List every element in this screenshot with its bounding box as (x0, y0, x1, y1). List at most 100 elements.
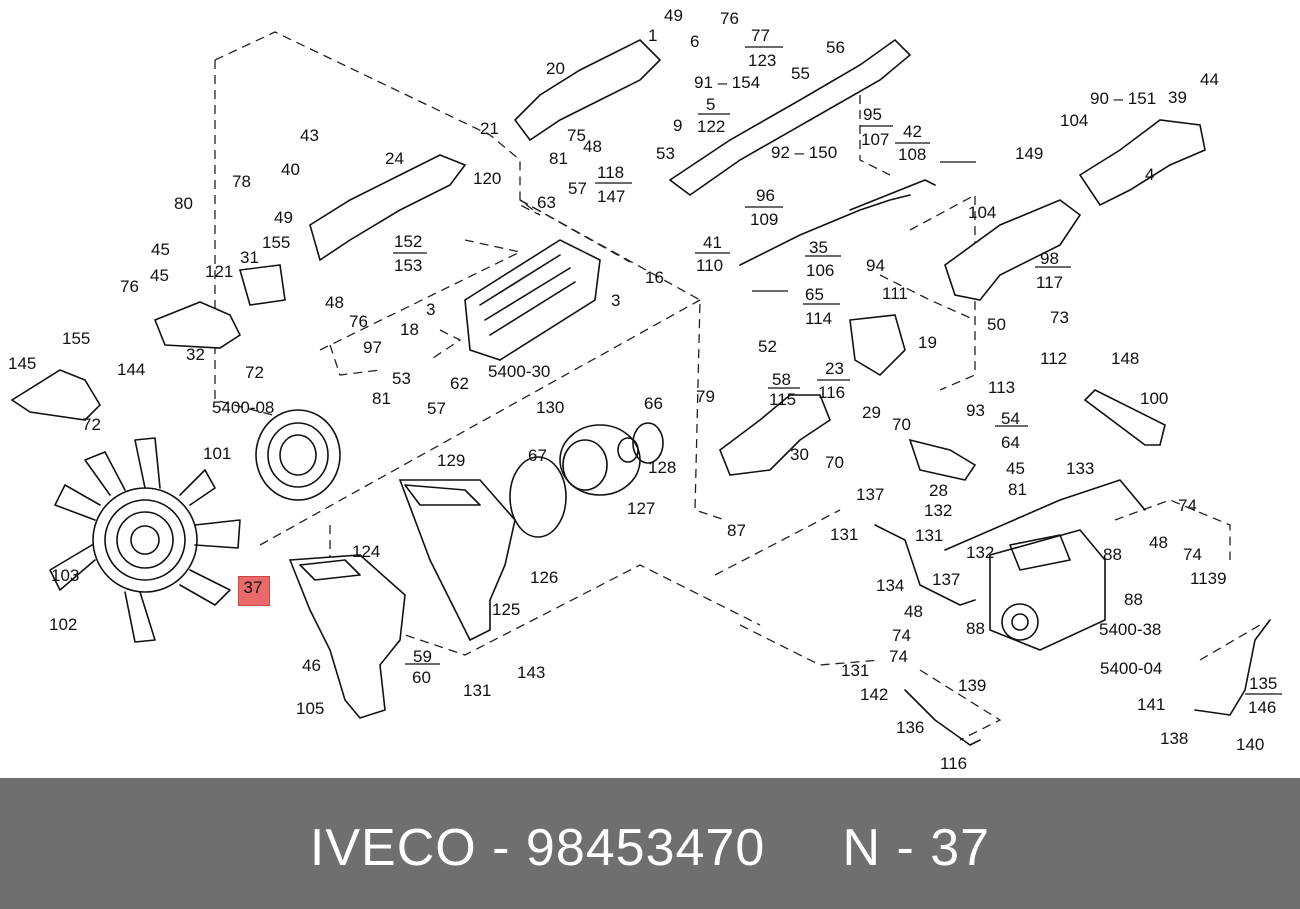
pipe-135 (1194, 619, 1271, 716)
callout: 29 (862, 403, 881, 422)
callout: 79 (696, 387, 715, 406)
callout: 97 (363, 338, 382, 357)
callout: 96 (756, 186, 775, 205)
callout: 9 (673, 116, 682, 135)
callout: 118 (597, 163, 624, 182)
callout: 147 (597, 187, 625, 206)
callout: 141 (1137, 695, 1165, 714)
callout: 92 – 150 (771, 143, 837, 162)
callout: 74 (889, 647, 908, 666)
callout: 44 (1200, 70, 1219, 89)
callout: 90 – 151 (1090, 89, 1156, 108)
callout: 60 (412, 668, 431, 687)
callout: 67 (528, 446, 547, 465)
callout: 53 (392, 369, 411, 388)
callout: 52 (758, 337, 777, 356)
callout: 78 (232, 172, 251, 191)
callout: 132 (924, 501, 952, 520)
callout: 98 (1040, 249, 1059, 268)
callout: 122 (697, 117, 725, 136)
pipe-30 (719, 394, 831, 476)
callout: 1 (648, 26, 657, 45)
callout: 95 (863, 105, 882, 124)
callout: 131 (830, 525, 858, 544)
housing-23 (849, 314, 906, 377)
callout: 94 (866, 256, 885, 275)
callout: 3 (426, 300, 435, 319)
manifold-24 (309, 154, 467, 262)
pipe-96 (739, 194, 911, 266)
callout: 70 (825, 453, 844, 472)
callout: 16 (645, 268, 664, 287)
callout: 59 (413, 647, 432, 666)
callout: 110 (696, 256, 723, 275)
callout: 139 (958, 676, 986, 695)
callout: 100 (1140, 389, 1168, 408)
callout: 87 (727, 521, 746, 540)
callout: 72 (82, 415, 101, 434)
callout: 131 (841, 661, 869, 680)
callout: 131 (915, 526, 943, 545)
pipe-133 (944, 479, 1146, 551)
callout: 134 (876, 576, 904, 595)
callout: 58 (772, 370, 791, 389)
callout: 120 (473, 169, 501, 188)
callout: 129 (437, 451, 465, 470)
pipe-134 (874, 524, 976, 606)
callout: 57 (427, 399, 446, 418)
exploded-parts-diagram (10, 31, 1282, 746)
parts-drawing (10, 31, 1282, 746)
elbow-31 (238, 264, 286, 306)
callout: 6 (690, 32, 699, 51)
highlight-marker (238, 576, 270, 606)
callout: 113 (988, 378, 1015, 397)
callout: 101 (203, 444, 231, 463)
pipe-4 (1078, 119, 1206, 207)
callout: 77 (751, 26, 770, 45)
callout: 45 (150, 266, 169, 285)
callout: 65 (805, 285, 824, 304)
callout: 5 (706, 95, 715, 114)
callout: 132 (966, 543, 994, 562)
callout: 91 – 154 (694, 73, 760, 92)
callout: 48 (583, 137, 602, 156)
callout: 53 (656, 144, 675, 163)
callout: 48 (904, 602, 923, 621)
callout: 76 (349, 312, 368, 331)
callout: 56 (826, 38, 845, 57)
callout: 142 (860, 685, 888, 704)
pipe-32 (153, 301, 242, 349)
callout: 81 (372, 389, 391, 408)
callout: 115 (769, 390, 796, 409)
pipe-98 (944, 199, 1082, 301)
callout: 93 (966, 401, 985, 420)
callout: 116 (818, 383, 845, 402)
callout: 109 (750, 210, 778, 229)
callout: 124 (352, 542, 380, 561)
callout: 32 (186, 345, 205, 364)
callout: 146 (1248, 698, 1276, 717)
elbow-28 (908, 438, 977, 481)
callout: 70 (892, 415, 911, 434)
callout: 4 (1145, 165, 1154, 184)
air-compressor-5400-38 (989, 529, 1106, 651)
callout: 126 (530, 568, 558, 587)
callout: 21 (480, 119, 499, 138)
callout: 152 (394, 232, 422, 251)
callout: 117 (1036, 273, 1063, 292)
callout: 74 (892, 626, 911, 645)
callout: 103 (51, 566, 79, 585)
callout: 102 (49, 615, 77, 634)
callout: 5400-38 (1099, 620, 1161, 639)
water-pump-housing-125 (398, 479, 516, 642)
callout-labels: 49 76 77 123 1 56 6 55 20 91 – 154 5 122… (8, 6, 1277, 773)
callout: 73 (1050, 308, 1069, 327)
callout: 64 (1001, 433, 1020, 452)
callout: 20 (546, 59, 565, 78)
fan-assembly-37 (49, 437, 241, 643)
callout: 1139 (1190, 569, 1227, 588)
callout: 5400-30 (488, 362, 550, 381)
callout: 130 (536, 398, 564, 417)
callout: 107 (861, 130, 889, 149)
callout: 145 (8, 354, 36, 373)
